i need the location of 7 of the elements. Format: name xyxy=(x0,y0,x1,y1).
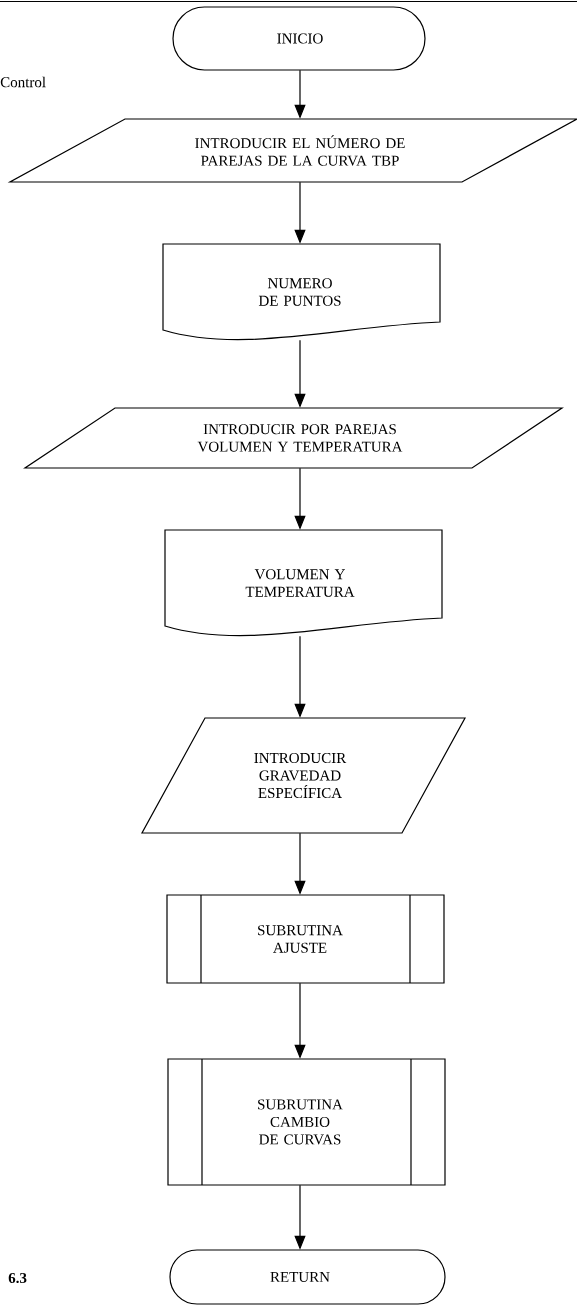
subroutine-box: SUBRUTINA AJUSTE xyxy=(166,894,445,984)
start-terminal: INICIO xyxy=(172,6,426,71)
label: Control xyxy=(0,76,46,88)
input-parallelogram: INTRODUCIR GRAVEDAD ESPECÍFICA xyxy=(141,717,466,834)
subroutine-box: SUBRUTINA CAMBIO DE CURVAS xyxy=(167,1058,446,1186)
label: 6.3 xyxy=(8,1272,27,1284)
end-terminal: RETURN xyxy=(169,1249,446,1305)
